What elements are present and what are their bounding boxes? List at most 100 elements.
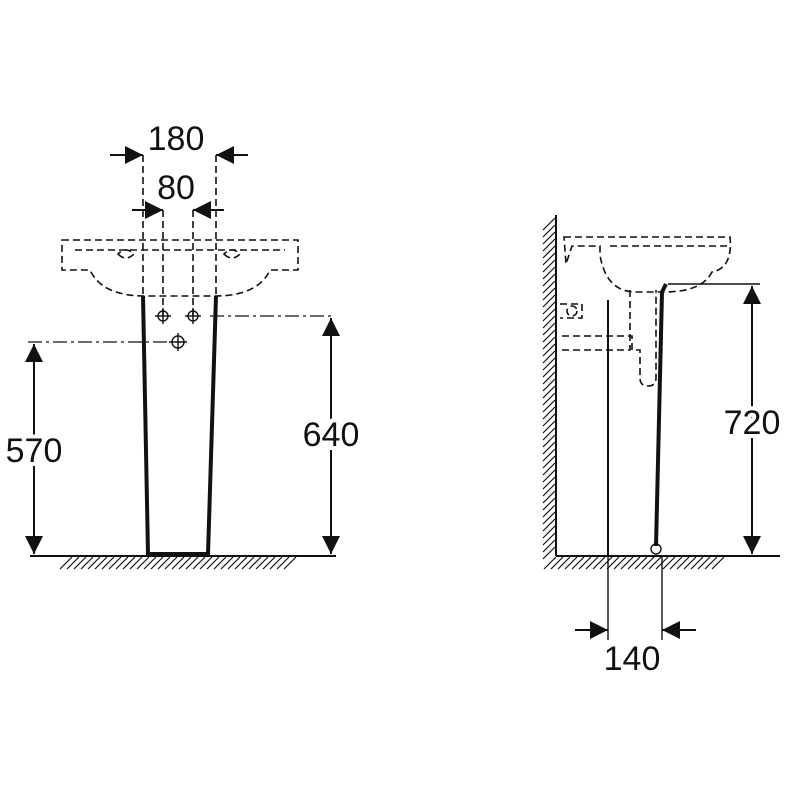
floor-hatch-line: [669, 556, 683, 570]
wall-hatch-line: [542, 469, 556, 483]
wall-hatch-line: [542, 238, 556, 252]
wall-hatch-line: [542, 462, 556, 476]
floor-hatch-line: [711, 556, 725, 570]
wall-hatch-line: [542, 315, 556, 329]
floor-hatch-line: [571, 556, 585, 570]
wall-hatch-line: [542, 420, 556, 434]
wall-hatch-line: [542, 252, 556, 266]
floor-hatch-line: [585, 556, 599, 570]
floor-hatch-line: [136, 556, 150, 570]
floor-hatch-line: [73, 556, 87, 570]
floor-hatch-line: [276, 556, 290, 570]
front-connection-points: [155, 308, 201, 351]
dim-640: 640: [299, 318, 363, 554]
floor-hatch-line: [255, 556, 269, 570]
wall-hatch-line: [542, 343, 556, 357]
wall-hatch-line: [542, 280, 556, 294]
side-floor-hatching: [543, 556, 725, 570]
wall-hatch-line: [542, 399, 556, 413]
wall-hatch-line: [542, 525, 556, 539]
side-basin-outline: [563, 236, 732, 293]
floor-hatch-line: [648, 556, 662, 570]
floor-hatch-line: [94, 556, 108, 570]
side-pedestal: [607, 283, 668, 556]
wall-hatch-line: [542, 490, 556, 504]
wall-hatch-line: [542, 511, 556, 525]
floor-hatch-line: [143, 556, 157, 570]
front-center-lines: [28, 315, 334, 343]
wall-hatch-line: [542, 476, 556, 490]
pedestal-foot: [650, 543, 662, 555]
floor-hatch-line: [192, 556, 206, 570]
floor-hatch-line: [241, 556, 255, 570]
floor-hatch-line: [599, 556, 613, 570]
floor-hatch-line: [557, 556, 571, 570]
floor-hatch-line: [697, 556, 711, 570]
floor-hatch-line: [662, 556, 676, 570]
wall-hatch-line: [542, 329, 556, 343]
floor-hatch-line: [115, 556, 129, 570]
wall-hatch-line: [542, 273, 556, 287]
wall-hatch-line: [542, 434, 556, 448]
floor-hatch-line: [178, 556, 192, 570]
floor-hatch-line: [108, 556, 122, 570]
dim-80: 80: [132, 169, 224, 219]
floor-hatch-line: [690, 556, 704, 570]
wall-hatch-line: [542, 483, 556, 497]
floor-hatch-line: [227, 556, 241, 570]
right-tap-hole: [222, 249, 242, 259]
wall-hatch-line: [542, 546, 556, 560]
wall-hatch-line: [542, 224, 556, 238]
floor-hatch-line: [59, 556, 73, 570]
wall-hatch-line: [542, 539, 556, 553]
wall-hatch-line: [542, 287, 556, 301]
floor-hatch-line: [150, 556, 164, 570]
floor-hatch-line: [564, 556, 578, 570]
wall-hatch-line: [542, 364, 556, 378]
floor-hatch-line: [704, 556, 718, 570]
wall-hatch-line: [542, 245, 556, 259]
side-view: 720 140: [542, 215, 784, 678]
wall-hatch-line: [542, 350, 556, 364]
floor-hatch-line: [606, 556, 620, 570]
dim-180-label: 180: [148, 120, 205, 158]
floor-hatch-line: [676, 556, 690, 570]
wall-hatch-line: [542, 231, 556, 245]
dim-720: 720: [720, 286, 784, 554]
wall-hatch-line: [542, 385, 556, 399]
wall-hatch-line: [542, 518, 556, 532]
front-pedestal: [141, 295, 218, 556]
front-floor: [30, 555, 336, 570]
floor-hatch-line: [171, 556, 185, 570]
wall-hatch-line: [542, 504, 556, 518]
wall-hatch-line: [542, 336, 556, 350]
floor-hatch-line: [269, 556, 283, 570]
floor-hatch-line: [283, 556, 297, 570]
floor-hatch-line: [592, 556, 606, 570]
floor-hatch-line: [80, 556, 94, 570]
dim-140: 140: [575, 556, 696, 678]
wall-hatch-line: [542, 217, 556, 231]
wall-hatch-line: [542, 357, 556, 371]
floor-hatch-line: [87, 556, 101, 570]
floor-hatch-line: [627, 556, 641, 570]
floor-hatch-line: [234, 556, 248, 570]
floor-hatch-line: [641, 556, 655, 570]
front-view: 180 80 570 640: [2, 120, 363, 570]
floor-hatch-line: [578, 556, 592, 570]
floor-hatch-line: [220, 556, 234, 570]
wall-hatch-line: [542, 294, 556, 308]
dim-140-label: 140: [604, 640, 661, 678]
floor-hatch-line: [164, 556, 178, 570]
wall-hatch-line: [542, 259, 556, 273]
floor-hatch-line: [634, 556, 648, 570]
wall-hatch-line: [542, 266, 556, 280]
dim-720-label: 720: [724, 404, 781, 442]
front-floor-hatching: [59, 556, 297, 570]
wall-hatch-line: [542, 413, 556, 427]
dim-640-label: 640: [303, 416, 360, 454]
floor-hatch-line: [248, 556, 262, 570]
front-basin-outline: [61, 239, 299, 297]
floor-hatch-line: [613, 556, 627, 570]
